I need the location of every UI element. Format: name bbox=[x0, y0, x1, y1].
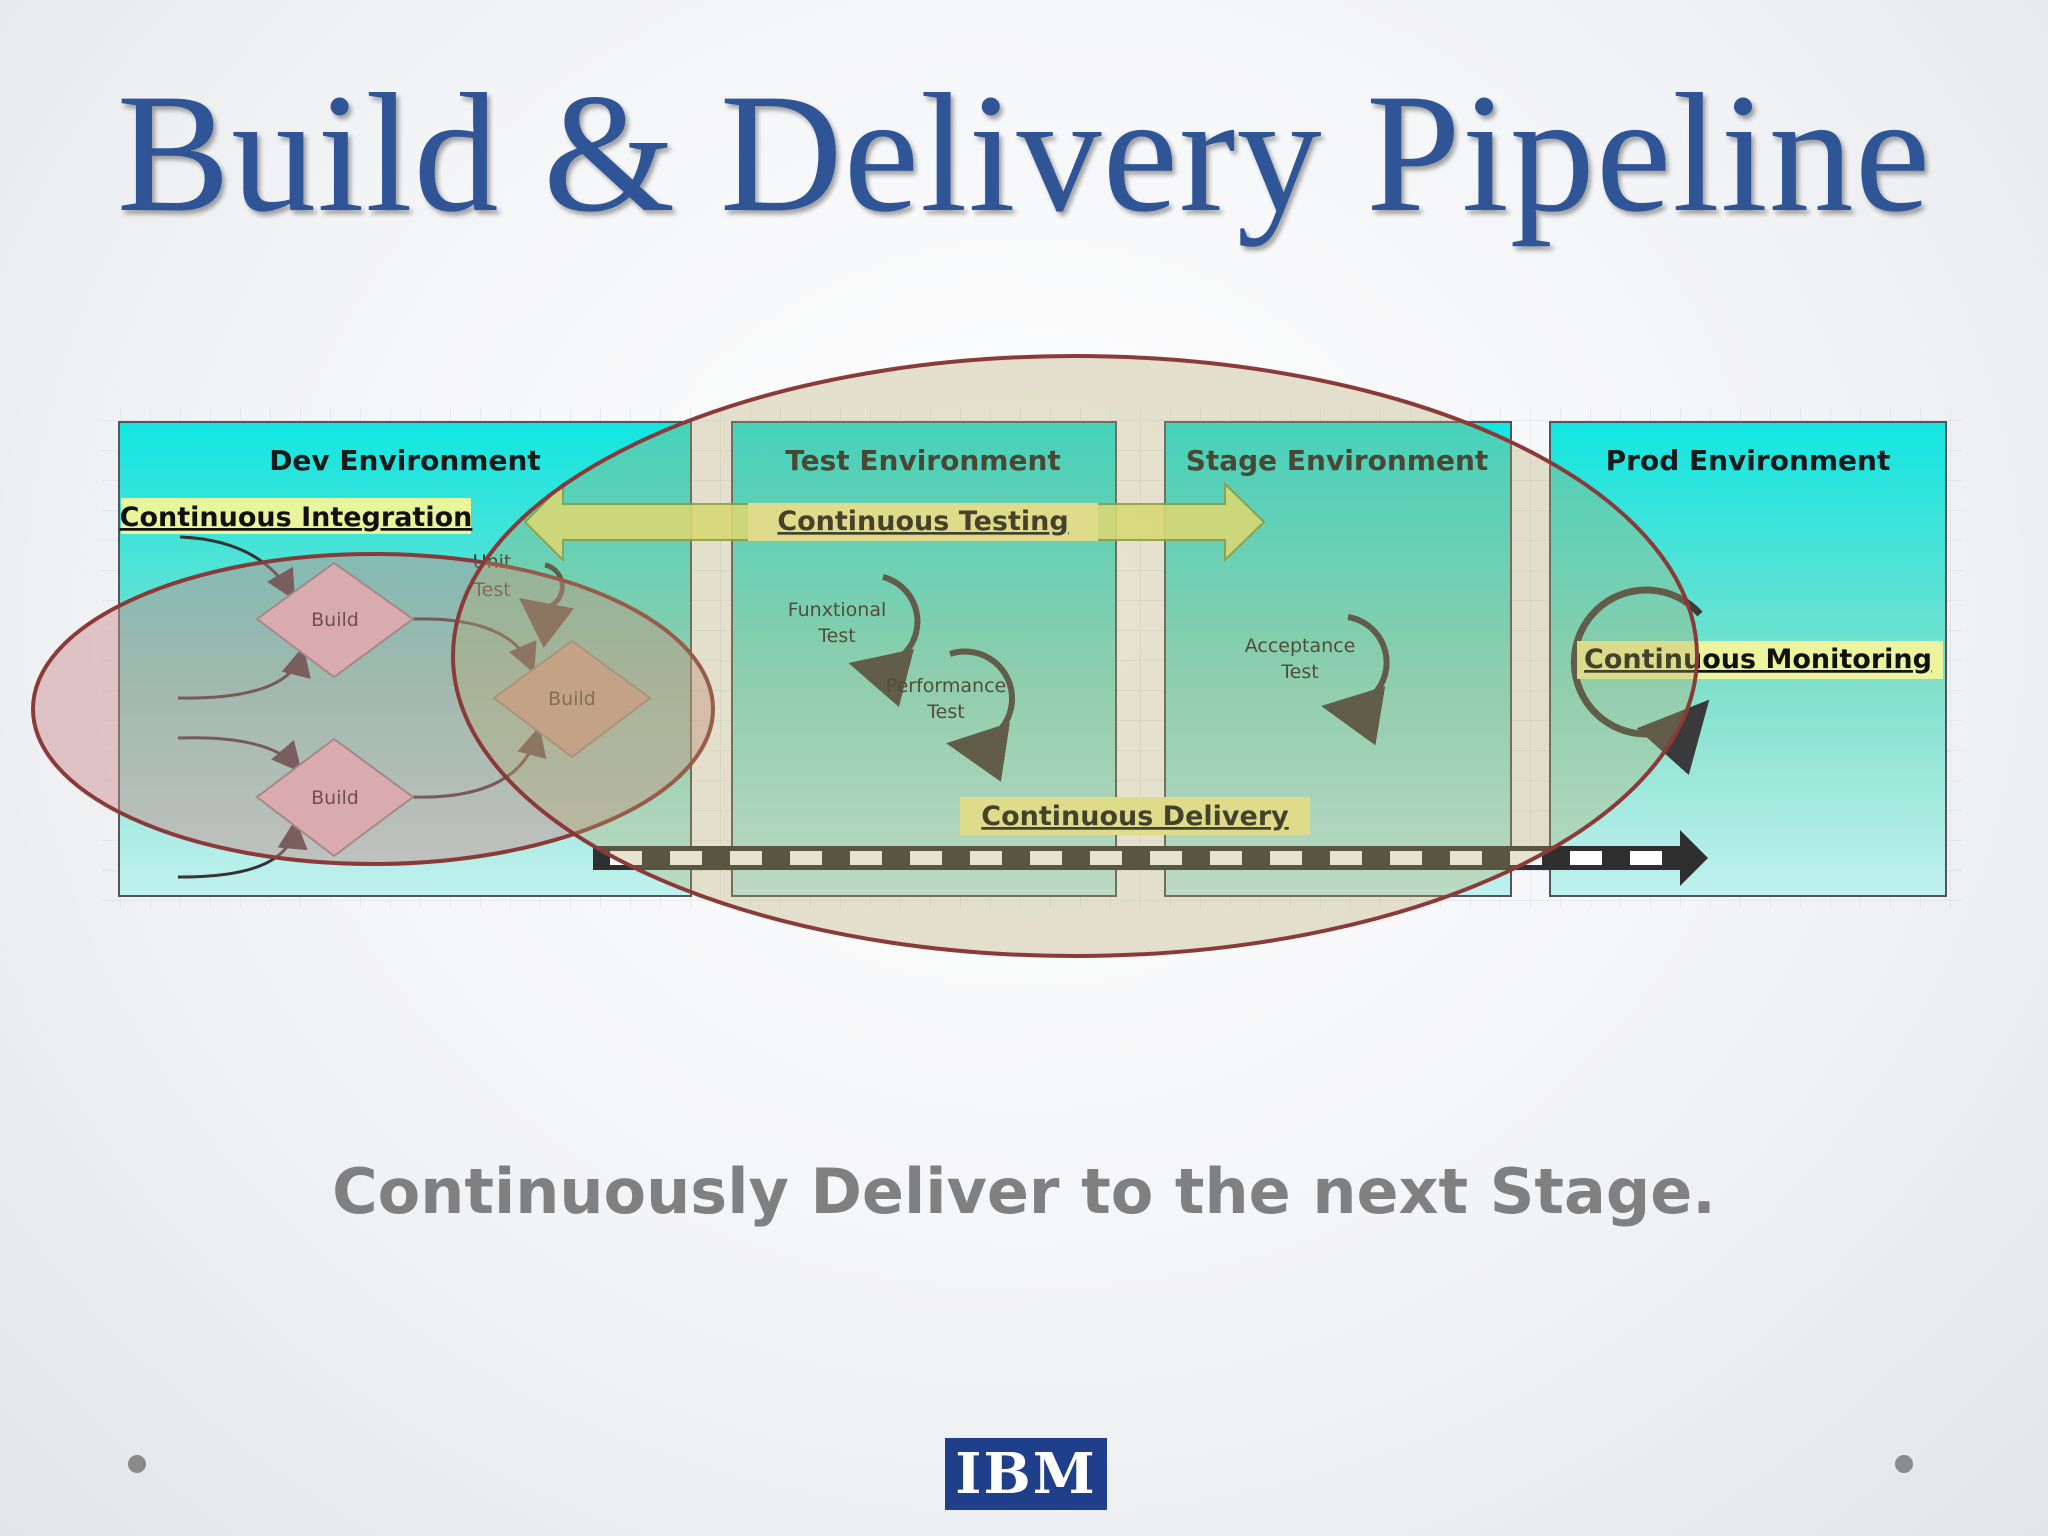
continuous-monitoring-banner bbox=[1577, 641, 1943, 679]
continuous-testing-banner bbox=[748, 503, 1098, 541]
stage-environment-title: Stage Environment bbox=[1186, 444, 1489, 477]
input-to-build-top-arrow bbox=[177, 646, 311, 700]
build-bottom-node bbox=[255, 737, 415, 858]
unit-test-loop-icon bbox=[519, 562, 574, 649]
input-bottom-arrow bbox=[177, 819, 308, 879]
bottom-right-dot bbox=[1895, 1455, 1913, 1473]
performance-test-label-line1: Performance bbox=[886, 675, 1006, 697]
acceptance-test-label-line1: Acceptance bbox=[1245, 635, 1356, 657]
continuous-integration-label: Continuous Integration bbox=[120, 502, 473, 533]
functional-test-label-line1: Funxtional bbox=[788, 599, 887, 621]
dev-environment-title: Dev Environment bbox=[269, 444, 541, 477]
input-to-build-bottom-arrow bbox=[177, 736, 302, 773]
functional-test-loop-icon bbox=[848, 574, 921, 707]
ibm-logo-text: IBM bbox=[955, 1441, 1097, 1507]
continuous-testing-label: Continuous Testing bbox=[777, 506, 1068, 537]
build-merge-label: Build bbox=[548, 688, 596, 710]
functional-test-label-line2: Test bbox=[817, 625, 855, 647]
delivery-arrow-head bbox=[1680, 830, 1708, 886]
delivery-highlight-ellipse bbox=[451, 354, 1699, 958]
continuous-monitoring-label: Continuous Monitoring bbox=[1584, 644, 1932, 675]
continuous-integration-banner bbox=[121, 498, 471, 534]
performance-test-loop-icon bbox=[946, 648, 1016, 782]
prod-environment-title: Prod Environment bbox=[1606, 444, 1891, 477]
build-top-label: Build bbox=[311, 609, 359, 631]
slide-subtitle: Continuously Deliver to the next Stage. bbox=[332, 1155, 1716, 1228]
build-top-node bbox=[255, 561, 415, 679]
performance-test-label-line2: Test bbox=[926, 701, 964, 723]
ibm-logo: IBM bbox=[945, 1438, 1107, 1510]
acceptance-test-loop-icon bbox=[1321, 614, 1390, 746]
ci-highlight-ellipse bbox=[31, 552, 715, 866]
delivery-track-dashes bbox=[593, 851, 1686, 865]
continuous-delivery-banner bbox=[960, 797, 1310, 835]
ci-to-build-arrow bbox=[179, 535, 296, 601]
bottom-left-dot bbox=[128, 1455, 146, 1473]
test-environment-title: Test Environment bbox=[785, 444, 1061, 477]
build-bottom-label: Build bbox=[311, 787, 359, 809]
slide-title: Build & Delivery Pipeline bbox=[116, 59, 1932, 247]
build-bottom-to-merge-arrow bbox=[411, 726, 547, 799]
continuous-delivery-label: Continuous Delivery bbox=[981, 801, 1289, 832]
build-merge-node bbox=[492, 639, 652, 759]
unit-test-label-line2: Test bbox=[472, 579, 510, 601]
acceptance-test-label-line2: Test bbox=[1280, 661, 1318, 683]
monitoring-loop-icon bbox=[1570, 586, 1710, 776]
build-top-to-merge-arrow bbox=[411, 617, 537, 674]
